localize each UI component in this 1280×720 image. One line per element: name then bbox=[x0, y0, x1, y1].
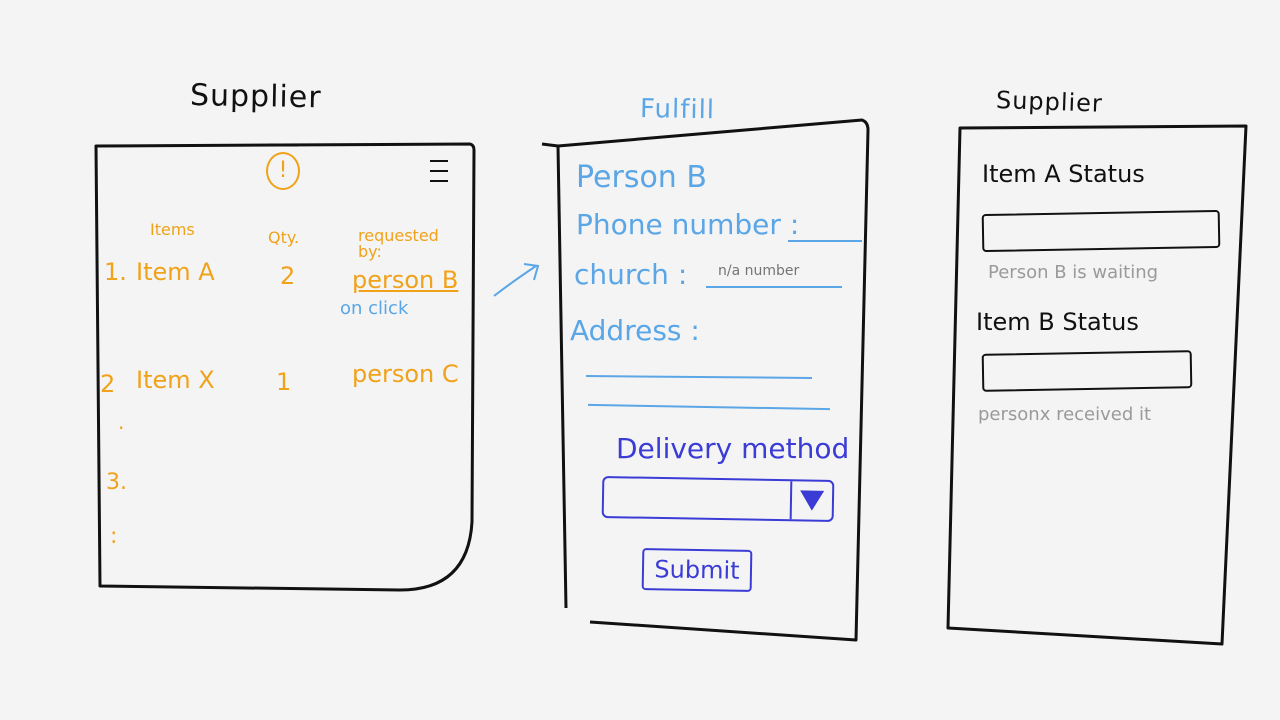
item-status-bar bbox=[981, 350, 1193, 392]
row-number: 2 bbox=[100, 370, 116, 398]
person-name: Person B bbox=[576, 160, 707, 195]
address-label: Address : bbox=[570, 314, 700, 347]
phone-field[interactable] bbox=[788, 240, 862, 242]
supplier-status-title: Supplier bbox=[995, 86, 1104, 118]
more-rows-number: 3. bbox=[106, 470, 127, 495]
menu-icon-bar bbox=[430, 160, 448, 162]
more-rows-ellipsis: : bbox=[110, 524, 118, 549]
item-status-bar bbox=[981, 209, 1221, 253]
fulfill-title: Fulfill bbox=[639, 94, 716, 126]
chevron-down-icon bbox=[799, 490, 825, 511]
delivery-method-label: Delivery method bbox=[616, 432, 850, 465]
church-field-underline bbox=[706, 286, 842, 288]
item-qty: 2 bbox=[280, 262, 296, 290]
church-label: church : bbox=[574, 258, 688, 291]
item-name: Item A bbox=[136, 258, 215, 286]
dropdown-button[interactable] bbox=[789, 481, 833, 520]
row-number: 1. bbox=[104, 258, 127, 286]
phone-label: Phone number : bbox=[576, 208, 800, 241]
item-status-fill bbox=[984, 212, 1219, 250]
menu-icon[interactable] bbox=[430, 160, 448, 184]
item-status-fill bbox=[984, 352, 1191, 390]
item-status-text: personx received it bbox=[978, 404, 1152, 425]
requester-link[interactable]: person B bbox=[352, 266, 459, 294]
alert-icon[interactable]: ! bbox=[266, 152, 300, 190]
requester-link[interactable]: person C bbox=[352, 360, 459, 388]
item-qty: 1 bbox=[276, 368, 292, 396]
item-status-label: Item A Status bbox=[982, 160, 1145, 188]
supplier-list-title: Supplier bbox=[189, 78, 322, 116]
column-header-qty: Qty. bbox=[268, 228, 300, 247]
column-header-items: Items bbox=[150, 220, 195, 239]
column-header-requested-by: requested by: bbox=[358, 226, 439, 261]
on-click-note: on click bbox=[340, 298, 409, 319]
more-rows-dot: . bbox=[118, 410, 125, 434]
item-status-label: Item B Status bbox=[976, 308, 1139, 336]
menu-icon-bar bbox=[430, 180, 448, 182]
submit-button[interactable]: Submit bbox=[641, 548, 753, 592]
item-status-text: Person B is waiting bbox=[988, 262, 1159, 283]
item-name: Item X bbox=[136, 366, 215, 394]
menu-icon-bar bbox=[430, 170, 448, 172]
delivery-method-select[interactable] bbox=[601, 475, 835, 523]
church-field[interactable] bbox=[716, 260, 840, 282]
